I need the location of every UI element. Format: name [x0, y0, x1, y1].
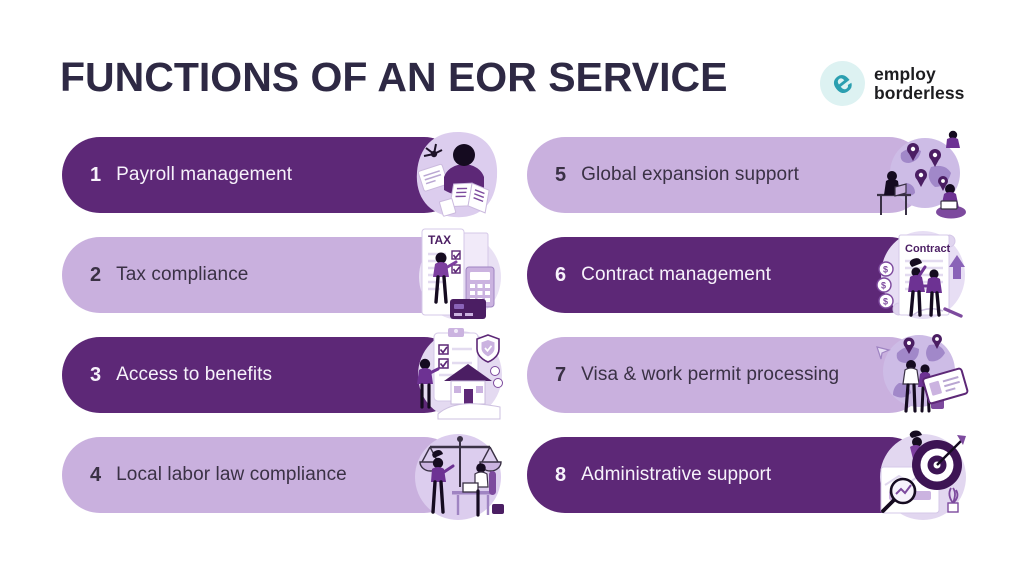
function-pill-3: 3 Access to benefits — [62, 328, 503, 420]
function-pill-6: 6 Contract management Contract $ $ — [527, 231, 965, 319]
pill-label: Access to benefits — [116, 364, 273, 385]
labor-law-illustration — [408, 427, 504, 523]
pill-number: 8 — [555, 463, 567, 486]
svg-text:$: $ — [883, 297, 888, 307]
function-pill-7: 7 Visa & work permit processing — [527, 334, 969, 413]
brand-name-line1: employ — [874, 63, 936, 84]
contract-illustration: Contract $ $ $ — [873, 227, 969, 323]
tax-doc-label: TAX — [428, 233, 451, 247]
pill-label: Local labor law compliance — [116, 464, 347, 485]
benefits-illustration — [408, 327, 504, 423]
function-pill-8: 8 Administrative support — [527, 430, 966, 520]
pill-label: Payroll management — [116, 164, 293, 185]
pill-number: 6 — [555, 263, 567, 286]
pill-label: Tax compliance — [116, 264, 249, 285]
brand-logo: e employ borderless — [820, 61, 964, 106]
pill-number: 2 — [90, 263, 102, 286]
svg-text:$: $ — [881, 281, 886, 291]
brand-name-line2: borderless — [874, 82, 965, 103]
global-expansion-illustration — [873, 127, 969, 223]
pill-label: Global expansion support — [581, 164, 800, 185]
function-pill-5: 5 Global expansion support — [527, 130, 966, 219]
pill-number: 3 — [90, 363, 102, 386]
pill-label: Visa & work permit processing — [581, 364, 840, 385]
functions-grid: 1 Payroll management — [62, 130, 969, 520]
pill-number: 7 — [555, 363, 567, 386]
page-title: FUNCTIONS OF AN EOR SERVICE — [60, 54, 728, 100]
svg-text:$: $ — [883, 265, 888, 275]
contract-doc-label: Contract — [905, 243, 951, 255]
brand-mark-icon: e — [820, 61, 865, 106]
pill-label: Administrative support — [581, 464, 772, 485]
visa-illustration — [873, 327, 969, 423]
pill-number: 5 — [555, 163, 567, 186]
tax-illustration: TAX — [408, 227, 504, 323]
function-pill-1: 1 Payroll management — [62, 132, 498, 218]
payroll-illustration — [408, 127, 504, 223]
pill-number: 4 — [90, 463, 102, 486]
function-pill-4: 4 Local labor law compliance — [62, 434, 504, 520]
pill-label: Contract management — [581, 264, 772, 285]
function-pill-2: 2 Tax compliance TAX — [62, 228, 501, 320]
pill-number: 1 — [90, 163, 102, 186]
admin-illustration — [873, 427, 969, 523]
brand-name: employ borderless — [874, 63, 965, 103]
